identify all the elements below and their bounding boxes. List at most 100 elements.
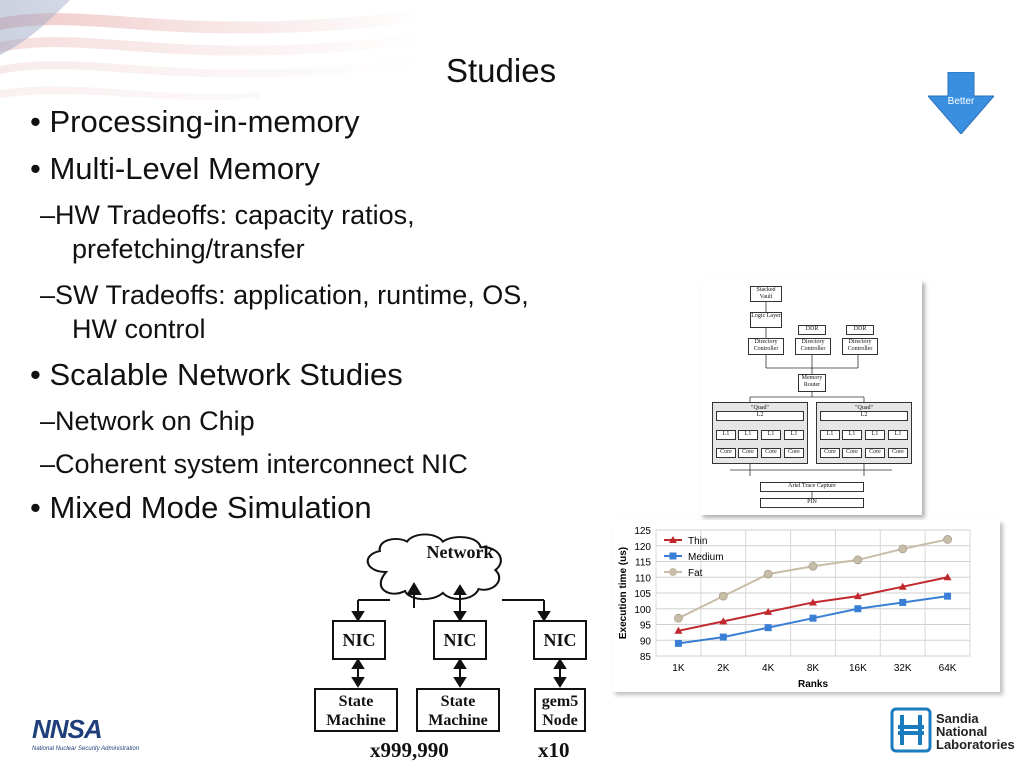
data-point-fat — [853, 555, 863, 565]
gem5-node-box: gem5 Node — [534, 688, 586, 732]
network-arrows — [351, 582, 567, 688]
x-tick-label: 2K — [717, 663, 730, 674]
nic-box: NIC — [533, 620, 587, 660]
x-tick-label: 8K — [807, 663, 820, 674]
data-point-medium — [674, 639, 682, 647]
core-box: Core — [842, 448, 862, 458]
data-point-medium — [899, 598, 907, 606]
core-box: Core — [888, 448, 908, 458]
network-diagram-graphics — [351, 533, 567, 688]
architecture-diagram: Stacked Vault Logic Layer DDR DDR Direct… — [700, 280, 922, 515]
data-point-thin — [674, 626, 683, 634]
y-tick-label: 110 — [635, 573, 651, 584]
sandia-logo-line2: National — [936, 724, 987, 739]
data-point-fat — [674, 613, 683, 623]
sub-bullet-sw-tradeoffs: –SW Tradeoffs: application, runtime, OS, — [40, 280, 529, 310]
ariel-trace-capture-box: Ariel Trace Capture — [760, 482, 864, 492]
stacked-vault-box: Stacked Vault — [750, 286, 782, 302]
data-point-thin — [809, 598, 817, 606]
data-point-thin — [719, 617, 728, 625]
x-axis-label: Ranks — [798, 679, 828, 690]
core-box: Core — [761, 448, 781, 458]
core-box: Core — [784, 448, 804, 458]
l2-box: L2 — [820, 411, 908, 421]
y-tick-label: 95 — [640, 621, 652, 632]
y-axis-label: Execution time (us) — [618, 547, 629, 639]
y-tick-label: 85 — [640, 652, 652, 663]
multiplier-gem5-nodes: x10 — [538, 738, 570, 762]
pin-box: PIN — [760, 498, 864, 508]
quad-label: "Quad" — [855, 405, 873, 411]
x-tick-label: 4K — [762, 663, 775, 674]
nnsa-logo-subtext: National Nuclear Security Administration — [32, 746, 140, 752]
nnsa-logo-text: NNSA — [32, 714, 102, 744]
logic-layer-box: Logic Layer — [750, 312, 782, 328]
better-arrow-icon — [928, 72, 994, 134]
bullet-processing-in-memory: • Processing-in-memory — [30, 104, 360, 139]
core-box: Core — [865, 448, 885, 458]
sandia-logo-graphic: Sandia National Laboratories — [890, 707, 1015, 753]
data-point-thin — [898, 582, 907, 590]
data-point-thin — [943, 573, 952, 581]
network-cloud-label: Network — [426, 542, 494, 562]
directory-controller-box: Directory Controller — [842, 338, 878, 355]
data-point-medium — [719, 633, 727, 641]
quad-label: "Quad" — [751, 405, 769, 411]
memory-router-box: Memory Router — [798, 374, 826, 392]
bullet-mixed-mode-simulation: • Mixed Mode Simulation — [30, 490, 372, 525]
core-box: Core — [738, 448, 758, 458]
data-point-medium — [854, 605, 862, 613]
state-machine-box: State Machine — [314, 688, 398, 732]
sub-bullet-sw-tradeoffs-cont: HW control — [72, 314, 206, 344]
nic-box: NIC — [433, 620, 487, 660]
state-machine-box: State Machine — [416, 688, 500, 732]
data-point-medium — [944, 592, 952, 600]
l1-box: L1 — [865, 430, 885, 440]
data-point-thin — [764, 607, 773, 615]
node-label-line1: gem5 — [541, 693, 579, 710]
sandia-logo-line1: Sandia — [936, 711, 979, 726]
sub-bullet-network-on-chip: –Network on Chip — [40, 406, 255, 436]
y-tick-label: 115 — [635, 558, 651, 569]
legend-marker-fat — [669, 568, 677, 576]
architecture-connectors — [730, 302, 892, 498]
l2-box: L2 — [716, 411, 804, 421]
x-tick-label: 64K — [939, 663, 957, 674]
y-tick-label: 90 — [640, 636, 652, 647]
nnsa-logo: NNSA National Nuclear Security Administr… — [30, 714, 230, 754]
directory-controller-box: Directory Controller — [795, 338, 831, 355]
sandia-logo-line3: Laboratories — [936, 737, 1015, 752]
nnsa-logo-graphic: NNSA National Nuclear Security Administr… — [30, 714, 230, 754]
x-tick-label: 32K — [894, 663, 912, 674]
ddr-box: DDR — [846, 325, 874, 335]
data-point-fat — [898, 544, 908, 554]
multiplier-state-machines: x999,990 — [370, 738, 449, 762]
better-label: Better — [947, 96, 975, 107]
l1-box: L1 — [738, 430, 758, 440]
sandia-logo: Sandia National Laboratories — [890, 705, 1015, 755]
l1-box: L1 — [716, 430, 736, 440]
core-box: Core — [820, 448, 840, 458]
y-tick-label: 125 — [634, 526, 651, 537]
data-point-medium — [764, 624, 772, 632]
legend-marker-thin — [669, 536, 677, 543]
data-point-fat — [808, 561, 818, 571]
network-diagram: Network NIC NIC NIC State Machine State … — [310, 520, 610, 768]
y-tick-label: 105 — [634, 589, 651, 600]
nic-box: NIC — [332, 620, 386, 660]
data-point-thin — [853, 592, 862, 600]
legend-label: Medium — [688, 552, 724, 563]
y-tick-label: 100 — [634, 605, 651, 616]
bullet-scalable-network-studies: • Scalable Network Studies — [30, 357, 403, 392]
l1-box: L1 — [784, 430, 804, 440]
l1-box: L1 — [820, 430, 840, 440]
data-point-fat — [718, 591, 728, 601]
y-tick-label: 120 — [634, 542, 651, 553]
l1-box: L1 — [888, 430, 908, 440]
data-point-fat — [943, 535, 952, 544]
sub-bullet-hw-tradeoffs-cont: prefetching/transfer — [72, 234, 305, 264]
directory-controller-box: Directory Controller — [748, 338, 784, 355]
network-cloud-icon — [366, 533, 502, 601]
